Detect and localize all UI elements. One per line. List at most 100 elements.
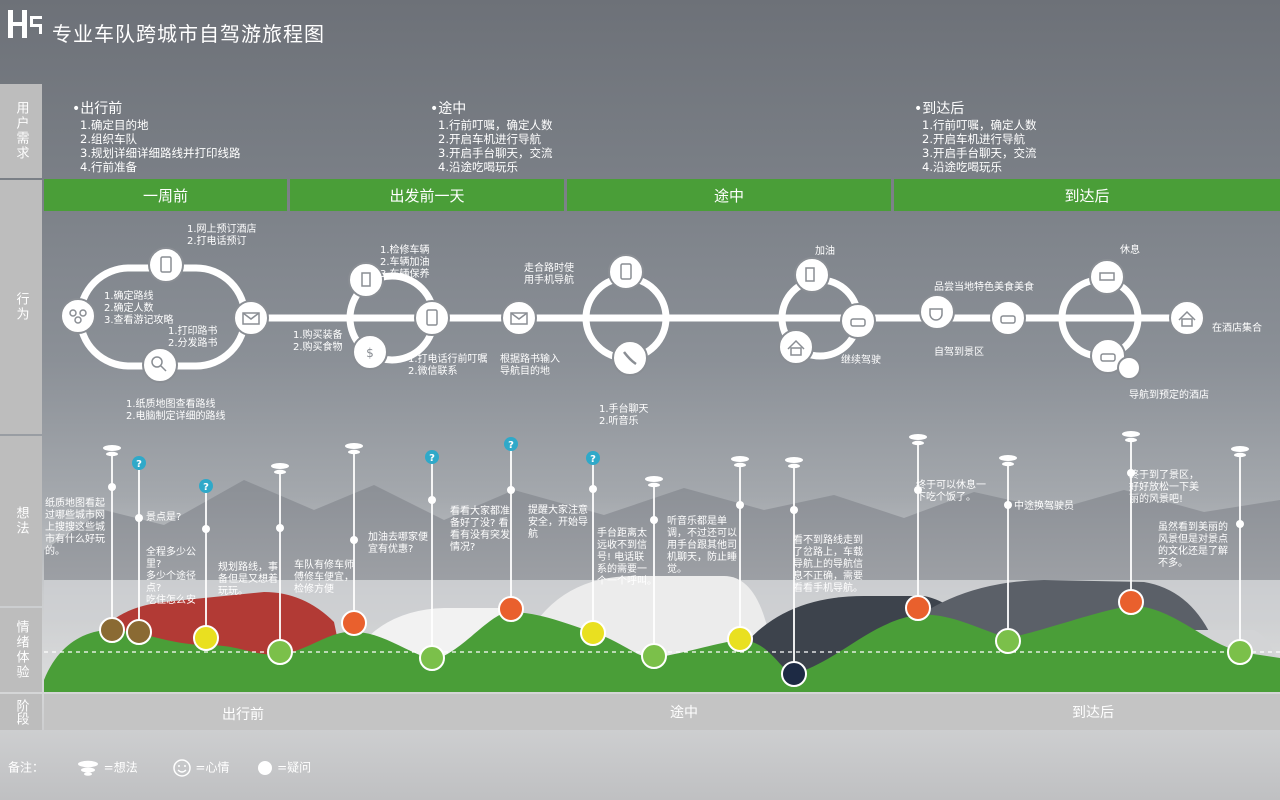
needs-line: 1.行前叮嘱，确定人数 [922,118,1037,132]
needs-heading: •到达后 [914,101,965,117]
thought-text: 看看大家都准 备好了没? 看 看有没有突发 情况? [450,506,510,553]
needs-line: 3.开启手台聊天，交流 [438,146,553,160]
thought-text: 中途换驾驶员 [1014,501,1074,512]
mail-icon [501,300,537,336]
thought-text: 听音乐都是单 调，不过还可以 用手台跟其他司 机聊天，防止睡 觉。 [667,516,737,575]
behavior-label: 休息 [1120,245,1140,256]
row-label-phase: 阶段 [0,694,42,730]
needs-block-before: •出行前 1.确定目的地 2.组织车队 3.规划详细详细路线并打印线路 4.行前… [72,98,240,174]
thought-text: 终于可以休息一 下吃个饭了。 [916,480,986,503]
behavior-label: 品尝当地特色美食美食 [934,282,1034,293]
behavior-label: 1.打电话行前叮嘱 2.微信联系 [408,354,488,377]
svg-text:?: ? [429,453,435,464]
behavior-label: 加油 [815,246,835,257]
stage-during: 途中 [567,179,891,211]
needs-line: 3.开启手台聊天，交流 [922,146,1037,160]
car-icon [840,303,876,339]
thought-icon [77,760,98,776]
stage-week-before: 一周前 [44,179,287,211]
row-label-thoughts: 想法 [0,436,42,606]
group-icon [60,298,96,334]
phase-label: 出行前 [222,707,264,723]
row-label-emotion: 情绪体验 [0,608,42,692]
needs-heading: •途中 [430,101,467,117]
needs-line: 3.规划详细详细路线并打印线路 [80,146,241,160]
needs-line: 4.行前准备 [80,160,137,174]
stage-after: 到达后 [894,179,1280,211]
svg-text:$: $ [366,346,374,360]
phase-bar [44,694,1280,730]
behavior-label: 1.确定路线 2.确定人数 3.查看游记攻略 [104,291,174,326]
thought-text: 全程多少公 里? 多少个途径 点? 吃住怎么安 [146,547,196,606]
legend-mood-label: =心情 [195,760,230,775]
thought-text: 景点是? [146,512,182,523]
behavior-label: 导航到预定的酒店 [1129,390,1209,401]
legend: 备注： =想法 =心情 =疑问 [8,758,311,778]
behavior-label: 走合路时使 用手机导航 [524,263,574,286]
thought-text: 提醒大家注意 安全，开始导 航 [528,505,588,540]
behavior-label: 1.网上预订酒店 2.打电话预订 [187,224,257,247]
phone-icon [414,300,450,336]
mood-icon [172,759,191,777]
svg-text:?: ? [590,454,596,465]
needs-line: 4.沿途吃喝玩乐 [438,160,518,174]
bed-icon [1089,259,1125,295]
phase-label: 途中 [670,705,698,721]
phone-icon [608,254,644,290]
behavior-label: 1.检修车辆 2.车辆加油 3.车辆保养 [380,245,430,280]
question-dot-icon [258,761,273,775]
behavior-label: 自驾到景区 [934,347,984,358]
home-icon [1169,300,1205,336]
thought-text: 车队有修车师 傅修车便宜， 检修方便 [294,560,354,595]
phone-icon [1117,356,1141,380]
food-icon [919,294,955,330]
legend-prefix: 备注： [8,760,45,775]
behavior-label: 根据路书输入 导航目的地 [500,354,560,377]
page-title: 专业车队跨城市自驾游旅程图 [52,22,325,46]
behavior-label: 1.打印路书 2.分发路书 [168,326,218,349]
logo-icon [8,10,42,38]
needs-line: 1.确定目的地 [80,118,149,132]
needs-heading: •出行前 [72,101,123,117]
svg-text:?: ? [203,482,209,493]
fuel-icon [794,257,830,293]
thought-text: 纸质地图看起 过哪些城市网 上搜搜这些城 市有什么好玩 的。 [45,498,105,557]
behavior-label: 在酒店集合 [1212,323,1262,334]
needs-block-during: •途中 1.行前叮嘱，确定人数 2.开启车机进行导航 3.开启手台聊天，交流 4… [430,98,552,174]
money-icon [352,334,388,370]
behavior-label: 1.纸质地图查看路线 2.电脑制定详细的路线 [126,399,226,422]
row-label-needs: 用户需求 [0,84,42,178]
needs-block-after: •到达后 1.行前叮嘱，确定人数 2.开启车机进行导航 3.开启手台聊天，交流 … [914,98,1036,174]
svg-text:?: ? [508,440,514,451]
needs-line: 4.沿途吃喝玩乐 [922,160,1002,174]
thought-text: 加油去哪家便 宜有优惠? [368,532,428,555]
svg-text:?: ? [136,459,142,470]
stage-day-before: 出发前一天 [290,179,564,211]
fuel-icon [348,262,384,298]
thought-text: 终于到了景区， 好好放松一下美 丽的风景吧! [1129,470,1199,505]
thought-text: 手台距离太 远收不到信 号! 电话联 系的需要一 个一个呼叫。 [597,528,657,587]
thought-text: 看不到路线走到 了岔路上，车载 导航上的导航信 息不正确，需要 看看手机导航。 [793,535,863,594]
emotion-area [44,605,1280,692]
legend-thought-label: =想法 [103,760,138,775]
thought-text: 虽然看到美丽的 风景但是对景点 的文化还是了解 不多。 [1158,522,1228,569]
mail-icon [233,300,269,336]
behavior-label: 继续驾驶 [841,355,881,366]
needs-line: 2.组织车队 [80,132,137,146]
home-icon [778,329,814,365]
needs-line: 2.开启车机进行导航 [922,132,1025,146]
needs-line: 1.行前叮嘱，确定人数 [438,118,553,132]
needs-line: 2.开启车机进行导航 [438,132,541,146]
phone-icon [148,247,184,283]
behavior-label: 1.购买装备 2.购买食物 [293,330,343,353]
car-icon [1090,338,1126,374]
thought-text: 规划路线，事 备但是又想着 玩玩。 [218,562,278,597]
search-icon [142,347,178,383]
legend-question-label: =疑问 [277,760,312,775]
car-icon [990,300,1026,336]
behavior-label: 1.手台聊天 2.听音乐 [599,404,649,427]
phase-label: 到达后 [1072,705,1114,721]
row-label-behavior: 行为 [0,180,42,434]
